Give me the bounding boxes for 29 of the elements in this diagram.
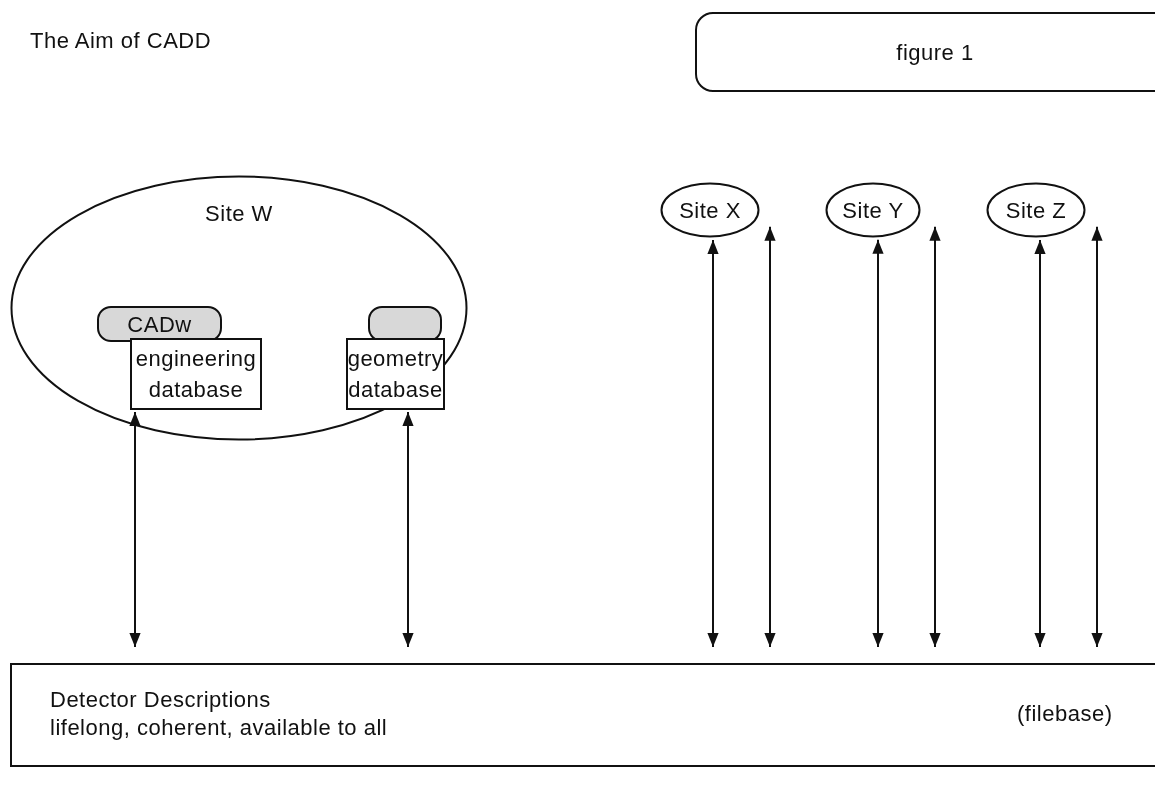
database-name: geometry database bbox=[347, 345, 444, 404]
database-box bbox=[130, 338, 262, 410]
double-arrow bbox=[707, 238, 719, 648]
figure-label: figure 1 bbox=[896, 38, 974, 67]
double-arrow bbox=[929, 225, 941, 648]
site-ellipse bbox=[986, 182, 1086, 238]
double-arrow bbox=[402, 411, 414, 648]
program-tag bbox=[97, 306, 222, 342]
description-text: lifelong, coherent, available to all bbox=[50, 715, 388, 741]
site-ellipse bbox=[10, 175, 468, 441]
site-name: Site Z bbox=[1005, 196, 1067, 225]
double-arrow bbox=[872, 238, 884, 648]
diagram-title: The Aim of CADD bbox=[30, 28, 212, 54]
description-text: Detector Descriptions bbox=[50, 687, 271, 713]
site-ellipse bbox=[825, 182, 921, 238]
site-ellipse bbox=[660, 182, 760, 238]
site-name: Site W bbox=[204, 201, 274, 227]
description-text: (filebase) bbox=[1017, 701, 1113, 727]
figure-label-box bbox=[695, 12, 1155, 92]
site-name: Site X bbox=[679, 196, 741, 225]
filebase-band bbox=[10, 663, 1155, 767]
site-name: Site Y bbox=[842, 196, 904, 225]
double-arrow bbox=[129, 411, 141, 648]
double-arrow bbox=[1034, 238, 1046, 648]
database-name: engineering database bbox=[134, 345, 258, 404]
database-box bbox=[346, 338, 445, 410]
double-arrow bbox=[1091, 225, 1103, 648]
double-arrow bbox=[764, 225, 776, 648]
program-name: CADw bbox=[127, 310, 192, 339]
